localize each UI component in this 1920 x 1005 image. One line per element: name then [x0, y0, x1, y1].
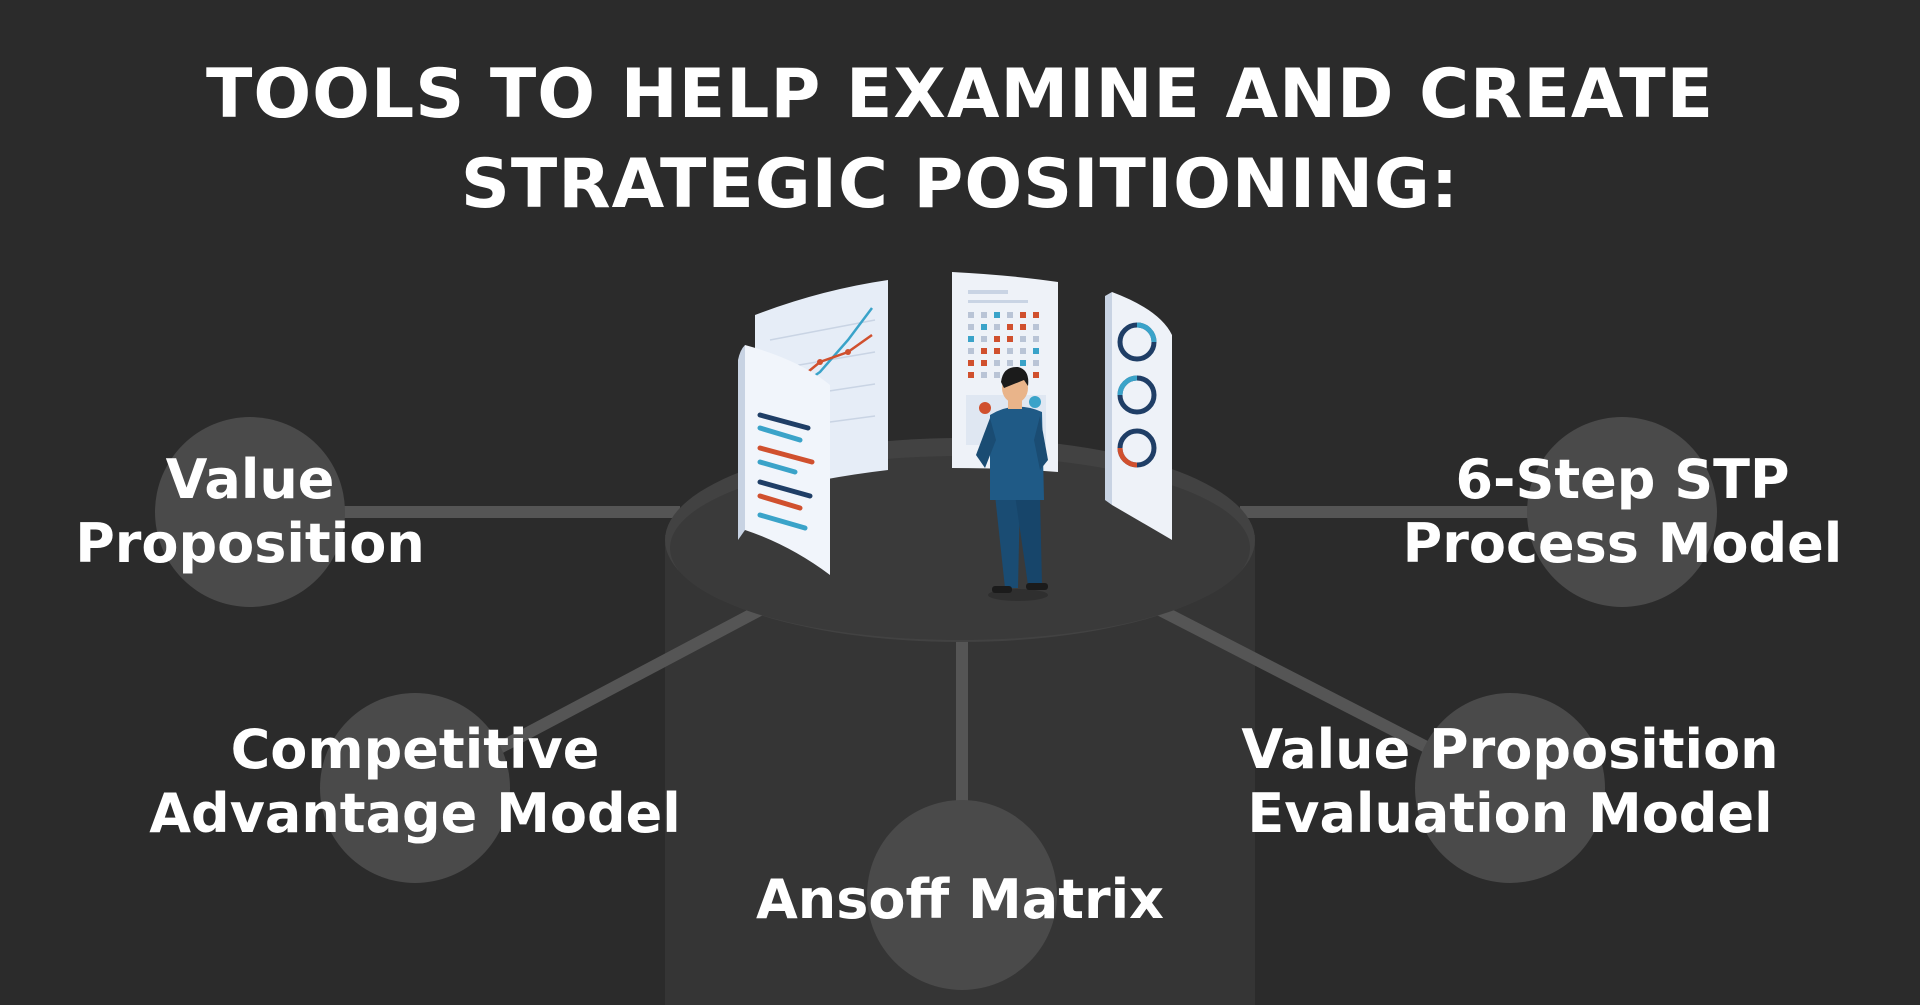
matrix-dot	[1007, 348, 1013, 354]
matrix-dot	[1033, 372, 1039, 378]
matrix-dot	[968, 360, 974, 366]
matrix-dot	[994, 312, 1000, 318]
label-evaluation-model-line-2: Evaluation Model	[1247, 782, 1773, 845]
matrix-dot	[1033, 360, 1039, 366]
label-competitive-advantage: Competitive Advantage Model	[130, 718, 700, 846]
bar-report-panel-icon	[738, 345, 830, 575]
matrix-dot	[1020, 348, 1026, 354]
matrix-dot	[968, 336, 974, 342]
matrix-dot	[1033, 336, 1039, 342]
node-circles	[155, 417, 1717, 990]
donut-charts-panel-icon	[1105, 292, 1172, 540]
matrix-dot	[968, 324, 974, 330]
label-ansoff-line-1: Ansoff Matrix	[756, 868, 1164, 931]
matrix-dot	[1033, 324, 1039, 330]
matrix-dot	[994, 324, 1000, 330]
label-competitive-advantage-line-1: Competitive	[230, 718, 600, 781]
label-value-proposition-line-1: Value	[165, 448, 335, 511]
label-stp-model: 6-Step STP Process Model	[1390, 448, 1855, 576]
matrix-dot	[994, 372, 1000, 378]
matrix-dot	[1033, 312, 1039, 318]
node-circle-stp-model	[1527, 417, 1717, 607]
label-evaluation-model-line-1: Value Proposition	[1241, 718, 1779, 781]
matrix-dot	[1020, 360, 1026, 366]
label-value-proposition: Value Proposition	[70, 448, 430, 576]
title-line-1: TOOLS TO HELP EXAMINE AND CREATE	[205, 55, 1715, 134]
matrix-dot	[981, 360, 987, 366]
title-line-2: STRATEGIC POSITIONING:	[460, 145, 1460, 224]
node-circle-evaluation-model	[1415, 693, 1605, 883]
matrix-dot	[1020, 312, 1026, 318]
label-ansoff: Ansoff Matrix	[720, 868, 1200, 932]
matrix-dot	[981, 348, 987, 354]
label-evaluation-model: Value Proposition Evaluation Model	[1225, 718, 1795, 846]
matrix-dot	[981, 336, 987, 342]
matrix-dot	[1020, 336, 1026, 342]
matrix-dot	[981, 312, 987, 318]
matrix-dot	[981, 324, 987, 330]
matrix-dot	[1007, 324, 1013, 330]
analyst-figure-icon	[976, 366, 1048, 601]
page-title: TOOLS TO HELP EXAMINE AND CREATE STRATEG…	[0, 50, 1920, 230]
matrix-dot	[968, 348, 974, 354]
label-value-proposition-line-2: Proposition	[75, 512, 425, 575]
matrix-dot	[994, 360, 1000, 366]
matrix-dot	[1007, 312, 1013, 318]
matrix-dot	[1007, 336, 1013, 342]
matrix-dot	[994, 348, 1000, 354]
matrix-dot	[1020, 324, 1026, 330]
matrix-dot	[1033, 348, 1039, 354]
node-circle-ansoff	[867, 800, 1057, 990]
label-competitive-advantage-line-2: Advantage Model	[149, 782, 681, 845]
node-circle-competitive-advantage	[320, 693, 510, 883]
matrix-dot	[968, 312, 974, 318]
matrix-dot	[968, 372, 974, 378]
label-stp-model-line-2: Process Model	[1402, 512, 1843, 575]
matrix-dot	[994, 336, 1000, 342]
label-stp-model-line-1: 6-Step STP	[1455, 448, 1790, 511]
matrix-dot	[1007, 360, 1013, 366]
node-circle-value-proposition	[155, 417, 345, 607]
matrix-dot	[981, 372, 987, 378]
